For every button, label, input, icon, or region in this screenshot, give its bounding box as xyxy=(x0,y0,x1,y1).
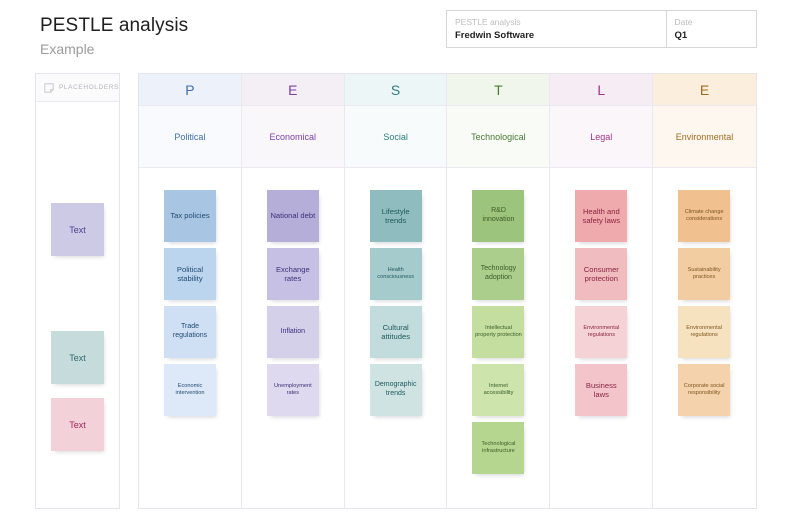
placeholder-note[interactable]: Text xyxy=(51,331,104,384)
column-letter: P xyxy=(139,74,241,106)
meta-label: Date xyxy=(674,17,693,27)
sticky-note[interactable]: Economic intervention xyxy=(164,364,216,416)
placeholder-label: Text xyxy=(69,224,86,235)
column-name: Legal xyxy=(550,106,653,168)
column-letter: S xyxy=(344,74,447,106)
column-name: Political xyxy=(139,106,241,168)
sticky-note[interactable]: Sustainability practices xyxy=(678,248,731,300)
column-name: Social xyxy=(344,106,447,168)
sticky-note[interactable]: Consumer protection xyxy=(575,248,628,300)
sticky-note[interactable]: Health consciousness xyxy=(369,248,422,300)
sticky-note-label: Political stability xyxy=(176,264,204,283)
meta-field-date[interactable]: Date Q1 xyxy=(667,11,756,47)
placeholder-label: Text xyxy=(69,419,86,430)
column-letter: L xyxy=(550,74,653,106)
sticky-note-label: Climate change considerations xyxy=(684,209,724,222)
sticky-note-label: Technology adoption xyxy=(480,265,517,281)
sticky-note[interactable]: Inflation xyxy=(266,306,319,358)
sticky-note[interactable]: Unemployment rates xyxy=(266,364,319,416)
sticky-note-label: Sustainability practices xyxy=(687,267,721,280)
sticky-note[interactable]: Business laws xyxy=(575,364,628,416)
sticky-note[interactable]: National debt xyxy=(266,190,319,242)
column-letter: E xyxy=(653,74,756,106)
placeholders-header: PLACEHOLDERS xyxy=(36,74,119,102)
placeholder-label: Text xyxy=(69,352,86,363)
sticky-note[interactable]: Climate change considerations xyxy=(678,190,731,242)
sticky-note[interactable]: R&D innovation xyxy=(472,190,525,242)
sticky-note-label: Environmental regulations xyxy=(583,325,620,338)
sticky-note[interactable]: Health and safety laws xyxy=(575,190,628,242)
sticky-note-label: Internet accessibility xyxy=(483,383,514,396)
sticky-note-label: Unemployment rates xyxy=(274,383,312,396)
sticky-note-label: Cultural attitudes xyxy=(381,322,411,341)
sticky-note[interactable]: Environmental regulations xyxy=(678,306,731,358)
column-name: Economical xyxy=(241,106,344,168)
sticky-note-label: Trade regulations xyxy=(172,323,208,339)
sticky-note-label: R&D innovation xyxy=(482,207,515,223)
sticky-note-label: Lifestyle trends xyxy=(381,206,410,225)
sticky-note-label: Intellectual property protection xyxy=(475,325,522,338)
page-subtitle: Example xyxy=(40,41,95,57)
sticky-note-label: National debt xyxy=(270,211,316,221)
placeholder-note[interactable]: Text xyxy=(51,203,104,256)
sticky-note-label: Tax policies xyxy=(170,211,210,221)
sticky-note[interactable]: Corporate social responsibility xyxy=(678,364,731,416)
sticky-note-label: Inflation xyxy=(280,327,306,335)
sticky-note[interactable]: Cultural attitudes xyxy=(369,306,422,358)
sticky-note-icon xyxy=(44,82,54,93)
column-name: Environmental xyxy=(653,106,756,168)
sticky-note-label: Business laws xyxy=(585,380,617,399)
placeholder-list: Text Text Text xyxy=(36,102,119,508)
meta-box: PESTLE analysis Fredwin Software Date Q1 xyxy=(446,10,757,48)
sticky-note-label: Economic intervention xyxy=(175,383,205,396)
sticky-note[interactable]: Political stability xyxy=(164,248,216,300)
sticky-note[interactable]: Exchange rates xyxy=(266,248,319,300)
sticky-note-label: Health consciousness xyxy=(377,267,414,280)
sticky-note[interactable]: Environmental regulations xyxy=(575,306,628,358)
meta-value: Fredwin Software xyxy=(455,30,535,41)
placeholders-title: PLACEHOLDERS xyxy=(59,84,119,91)
sticky-note[interactable]: Intellectual property protection xyxy=(472,306,525,358)
sticky-note[interactable]: Tax policies xyxy=(164,190,216,242)
sticky-note[interactable]: Trade regulations xyxy=(164,306,216,358)
column-letter: E xyxy=(241,74,344,106)
sticky-note-label: Technological infrastructure xyxy=(481,441,516,454)
page-title: PESTLE analysis xyxy=(40,15,189,36)
sticky-note-label: Health and safety laws xyxy=(582,206,621,225)
sticky-note[interactable]: Internet accessibility xyxy=(472,364,525,416)
column-letter: T xyxy=(447,74,550,106)
meta-field-analysis[interactable]: PESTLE analysis Fredwin Software xyxy=(447,11,667,47)
column-name: Technological xyxy=(447,106,550,168)
sticky-note[interactable]: Technology adoption xyxy=(472,248,525,300)
meta-label: PESTLE analysis xyxy=(455,17,521,27)
title-block: PESTLE analysis Example xyxy=(40,14,188,59)
sticky-note-label: Exchange rates xyxy=(275,264,310,283)
placeholder-note[interactable]: Text xyxy=(51,398,104,451)
sticky-note[interactable]: Technological infrastructure xyxy=(472,422,525,474)
sticky-note-label: Corporate social responsibility xyxy=(683,383,725,396)
sticky-note[interactable]: Lifestyle trends xyxy=(369,190,422,242)
sticky-note-label: Consumer protection xyxy=(583,264,619,283)
sticky-note-label: Environmental regulations xyxy=(686,325,723,338)
sticky-note-label: Demographic trends xyxy=(374,381,417,397)
sticky-note[interactable]: Demographic trends xyxy=(369,364,422,416)
placeholders-panel: PLACEHOLDERS Text Text Text xyxy=(35,73,120,509)
meta-value: Q1 xyxy=(674,30,688,41)
